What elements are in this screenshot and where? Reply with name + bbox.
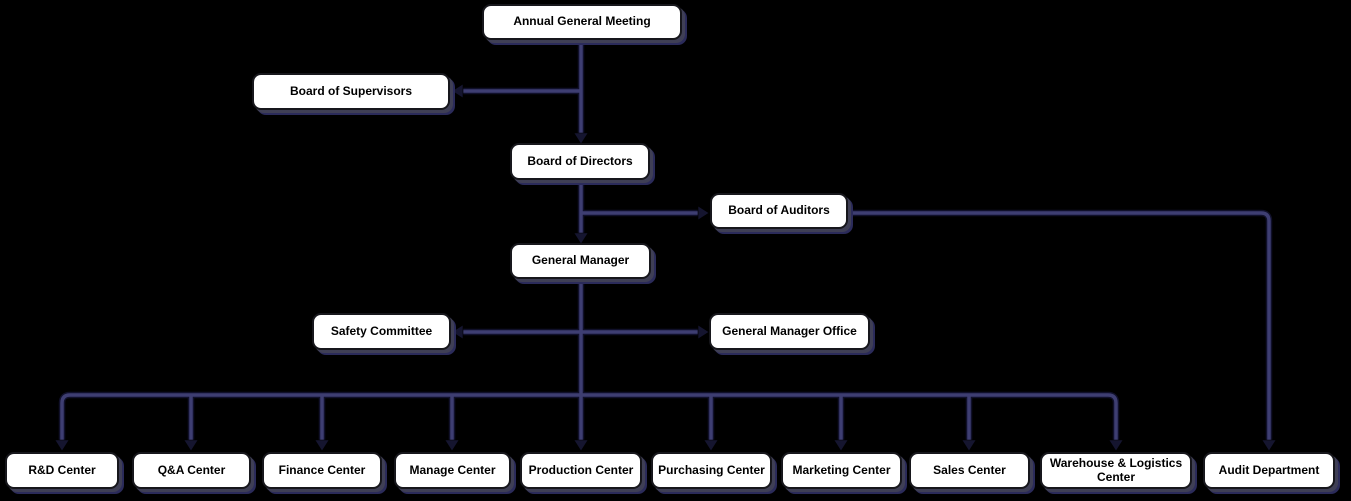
node-board-of-supervisors: Board of Supervisors [252, 73, 450, 110]
node-label: Board of Directors [527, 153, 633, 168]
node-label: R&D Center [28, 462, 96, 477]
node-board-of-directors: Board of Directors [510, 143, 650, 180]
arrowheads [54, 83, 1277, 452]
node-label: Manage Center [409, 462, 496, 477]
node-board-of-auditors: Board of Auditors [710, 193, 848, 229]
node-finance-center: Finance Center [262, 452, 382, 489]
node-general-manager-office: General Manager Office [709, 313, 870, 350]
node-qa-center: Q&A Center [132, 452, 251, 489]
node-marketing-center: Marketing Center [781, 452, 902, 489]
node-label: Purchasing Center [658, 462, 765, 477]
node-label: Audit Department [1218, 462, 1320, 477]
node-manage-center: Manage Center [394, 452, 511, 489]
node-audit-department: Audit Department [1203, 452, 1335, 489]
node-label: General Manager Office [722, 323, 857, 338]
node-warehouse-logistics-center: Warehouse & Logistics Center [1040, 452, 1192, 489]
node-label: Board of Auditors [728, 203, 830, 218]
node-label: Warehouse & Logistics Center [1049, 456, 1183, 484]
node-label: Q&A Center [157, 462, 226, 477]
node-label: Annual General Meeting [513, 14, 651, 29]
node-safety-committee: Safety Committee [312, 313, 451, 350]
node-general-manager: General Manager [510, 243, 651, 279]
node-annual-general-meeting: Annual General Meeting [482, 4, 682, 40]
node-purchasing-center: Purchasing Center [651, 452, 772, 489]
node-label: General Manager [531, 253, 630, 268]
node-production-center: Production Center [520, 452, 642, 489]
node-label: Finance Center [278, 462, 366, 477]
node-label: Production Center [528, 462, 634, 477]
node-label: Sales Center [933, 462, 1006, 477]
node-rd-center: R&D Center [5, 452, 119, 489]
node-sales-center: Sales Center [909, 452, 1030, 489]
node-label: Safety Committee [330, 323, 433, 338]
node-label: Marketing Center [792, 462, 891, 477]
node-label: Board of Supervisors [289, 83, 413, 98]
